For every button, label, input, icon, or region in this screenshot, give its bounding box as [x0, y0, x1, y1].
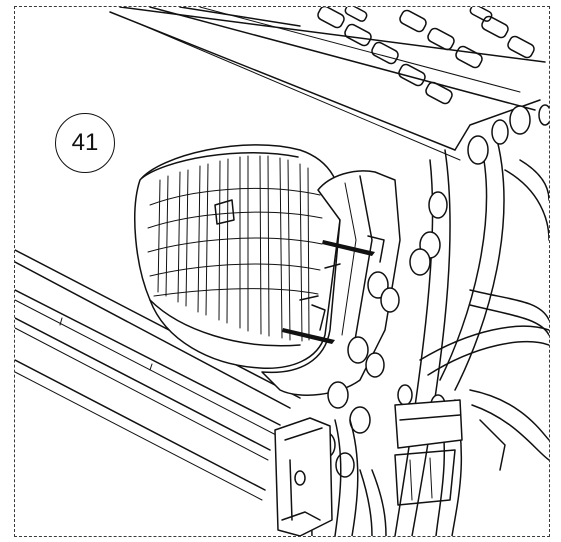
filter-housing-plate [261, 170, 401, 396]
latch-bracket [274, 417, 333, 536]
filter-basket [134, 144, 342, 369]
clamp-block [394, 399, 463, 506]
part-callout-bubble: 41 [55, 113, 115, 173]
part-number-label: 41 [71, 129, 99, 156]
pipe-manifold [394, 131, 549, 536]
base-rail [15, 249, 301, 501]
upper-tray [109, 7, 546, 161]
tray-slots [317, 7, 535, 105]
guide-pins [282, 235, 385, 344]
